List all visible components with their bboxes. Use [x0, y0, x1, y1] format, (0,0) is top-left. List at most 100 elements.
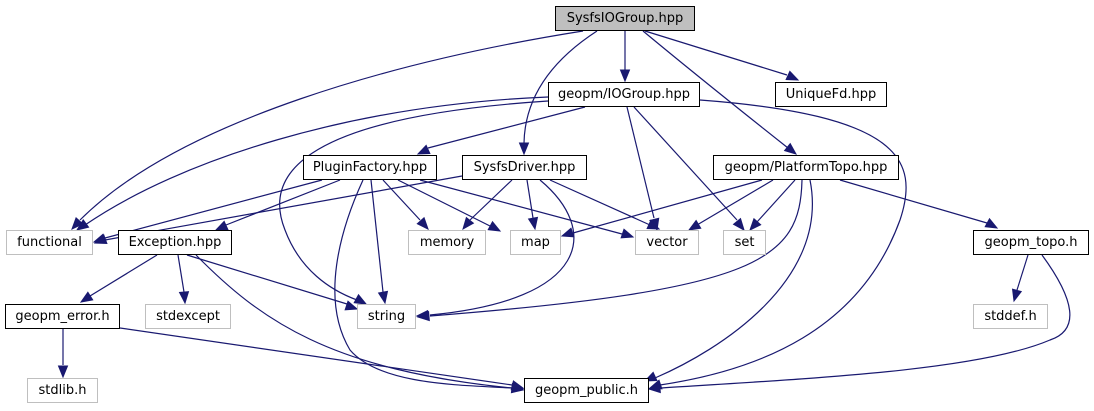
arrowhead-icon	[783, 142, 798, 155]
edge-sysfsiogroup-to-uniquefd	[644, 30, 800, 81]
edge-pluginfactory-to-string	[370, 179, 389, 305]
edge-line	[89, 254, 158, 297]
edge-iogroup-to-set	[633, 106, 745, 232]
node-functional: functional	[6, 230, 93, 255]
node-pluginfactory[interactable]: PluginFactory.hpp	[303, 155, 437, 180]
edge-platformtopo-to-geopm-topo	[839, 179, 999, 229]
node-uniquefd[interactable]: UniqueFd.hpp	[775, 82, 887, 107]
node-sysfsiogroup[interactable]: SysfsIOGroup.hpp	[555, 6, 695, 31]
arrowhead-icon	[344, 300, 359, 311]
edge-line	[225, 179, 341, 226]
edge-sysfsdriver-to-memory	[462, 179, 513, 231]
edge-pluginfactory-to-map	[397, 179, 502, 232]
arrowhead-icon	[646, 219, 661, 230]
edge-platformtopo-to-map	[560, 179, 763, 238]
edge-line	[572, 179, 763, 234]
edge-line	[429, 179, 575, 316]
edge-pluginfactory-to-memory	[382, 179, 429, 230]
arrowhead-icon	[487, 220, 502, 232]
arrowhead-icon	[732, 217, 745, 232]
arrowhead-icon	[518, 142, 530, 156]
edge-pluginfactory-to-exception	[214, 179, 341, 231]
node-exception[interactable]: Exception.hpp	[118, 230, 232, 255]
arrowhead-icon	[687, 219, 702, 231]
edge-exception-to-string	[186, 254, 359, 311]
edge-line	[397, 179, 491, 227]
edge-geopm-error-to-geopm-public	[119, 327, 525, 391]
arrowhead-icon	[560, 227, 575, 238]
arrowhead-icon	[416, 310, 430, 322]
node-iogroup[interactable]: geopm/IOGroup.hpp	[548, 82, 700, 107]
node-geopm-topo[interactable]: geopm_topo.h	[973, 230, 1089, 255]
edge-sysfsdriver-to-functional	[93, 175, 463, 244]
edge-pluginfactory-to-geopm-public	[334, 179, 525, 394]
arrowhead-icon	[416, 216, 429, 230]
edge-line	[523, 30, 598, 144]
arrowhead-icon	[178, 291, 190, 305]
node-geopm-error[interactable]: geopm_error.h	[5, 304, 120, 329]
edge-line	[626, 106, 655, 219]
node-memory: memory	[408, 230, 486, 255]
edge-line	[334, 179, 513, 389]
edge-line	[195, 254, 513, 389]
edge-platformtopo-to-vector	[687, 179, 774, 231]
arrowhead-icon	[353, 293, 368, 305]
edge-line	[469, 179, 513, 221]
edge-sysfsdriver-to-map	[526, 179, 539, 231]
edge-iogroup-to-string	[279, 100, 549, 305]
edge-line	[1016, 254, 1029, 291]
edge-sysfsiogroup-to-functional	[71, 30, 584, 230]
edge-line	[84, 96, 549, 226]
edge-line	[419, 179, 623, 235]
edge-geopm-topo-to-geopm-public	[647, 254, 1071, 394]
arrowhead-icon	[377, 290, 389, 305]
arrowhead-icon	[214, 220, 229, 231]
edge-line	[756, 179, 796, 223]
node-stdlib: stdlib.h	[27, 378, 98, 403]
arrowhead-icon	[462, 216, 475, 231]
edge-line	[427, 106, 586, 149]
edge-line	[839, 179, 988, 224]
edge-line	[654, 179, 813, 379]
arrowhead-icon	[785, 70, 800, 81]
edge-line	[370, 179, 384, 293]
edge-line	[642, 30, 789, 149]
edge-line	[119, 327, 513, 386]
arrowhead-icon	[527, 216, 539, 231]
edge-line	[177, 254, 185, 293]
arrowhead-icon	[79, 291, 94, 303]
node-string: string	[357, 304, 416, 329]
arrowhead-icon	[416, 144, 431, 155]
edge-iogroup-to-functional	[75, 96, 549, 231]
arrowhead-icon	[984, 217, 999, 229]
node-map: map	[510, 230, 561, 255]
edge-line	[633, 106, 738, 221]
edge-line	[429, 179, 803, 317]
edge-platformtopo-to-set	[749, 179, 796, 231]
edge-platformtopo-to-string	[416, 179, 803, 322]
node-platformtopo[interactable]: geopm/PlatformTopo.hpp	[713, 155, 899, 180]
arrowhead-icon	[510, 380, 525, 391]
edge-sysfsiogroup-to-platformtopo	[642, 30, 798, 155]
edge-line	[104, 179, 323, 239]
edge-line	[549, 179, 651, 226]
edge-sysfsiogroup-to-sysfsdriver	[518, 30, 598, 156]
edge-exception-to-stdexcept	[177, 254, 190, 305]
edge-line	[382, 179, 421, 221]
edge-line	[659, 99, 907, 386]
arrowhead-icon	[749, 217, 762, 231]
edge-line	[659, 254, 1071, 389]
edge-line	[644, 30, 788, 76]
node-vector: vector	[635, 230, 699, 255]
edge-iogroup-to-pluginfactory	[416, 106, 586, 155]
arrowhead-icon	[647, 382, 661, 394]
edge-line	[279, 100, 549, 301]
edge-exception-to-geopm-error	[79, 254, 158, 303]
edge-pluginfactory-to-vector	[419, 179, 635, 239]
arrowhead-icon	[619, 69, 631, 83]
node-geopm-public[interactable]: geopm_public.h	[524, 378, 649, 403]
node-sysfsdriver[interactable]: SysfsDriver.hpp	[462, 155, 587, 180]
edge-sysfsiogroup-to-iogroup	[619, 31, 631, 83]
edge-geopm-error-to-stdlib	[57, 329, 69, 379]
